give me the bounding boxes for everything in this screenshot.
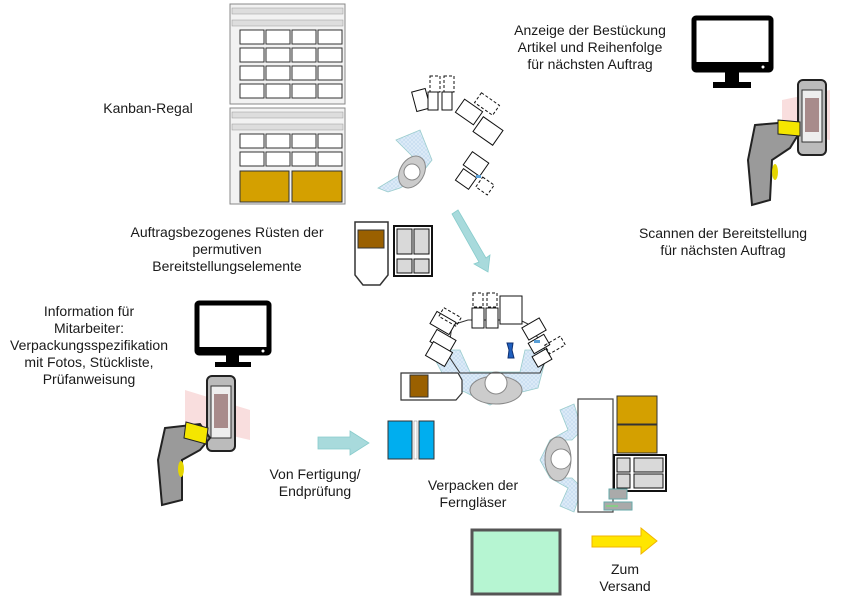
- shipping-arrow: [591, 526, 658, 556]
- barcode-scanner-icon: [746, 79, 830, 207]
- packing-station: [539, 395, 667, 513]
- monitor-icon: [691, 15, 774, 88]
- flow-arrow: [451, 209, 491, 273]
- kanban-shelf: [229, 3, 346, 205]
- label-kanban-shelf: Kanban-Regal: [103, 100, 193, 116]
- pallet: [470, 528, 562, 596]
- binocular-cases: [387, 420, 435, 460]
- label-from-production: Von Fertigung/ Endprüfung: [269, 466, 361, 499]
- label-to-shipping: Zum Versand: [599, 561, 651, 594]
- workstation-setup: [377, 75, 504, 196]
- flow-arrow: [317, 430, 370, 456]
- gold-bin: [239, 170, 290, 203]
- workstation-packing: [424, 292, 566, 406]
- monitor-icon: [194, 300, 272, 367]
- label-scan-provision: Scannen der Bereitstellung für nächsten …: [638, 225, 808, 258]
- setup-bins: [354, 221, 433, 286]
- label-order-setup: Auftragsbezogenes Rüsten der permutiven …: [130, 224, 324, 274]
- barcode-scanner-icon: [156, 375, 250, 507]
- label-display-info: Anzeige der Bestückung Artikel und Reihe…: [514, 22, 666, 72]
- setup-bin-docked: [400, 372, 463, 401]
- label-packing: Verpacken der Ferngläser: [427, 477, 519, 510]
- label-worker-info: Information für Mitarbeiter: Verpackungs…: [10, 303, 168, 387]
- gold-bin: [291, 170, 343, 203]
